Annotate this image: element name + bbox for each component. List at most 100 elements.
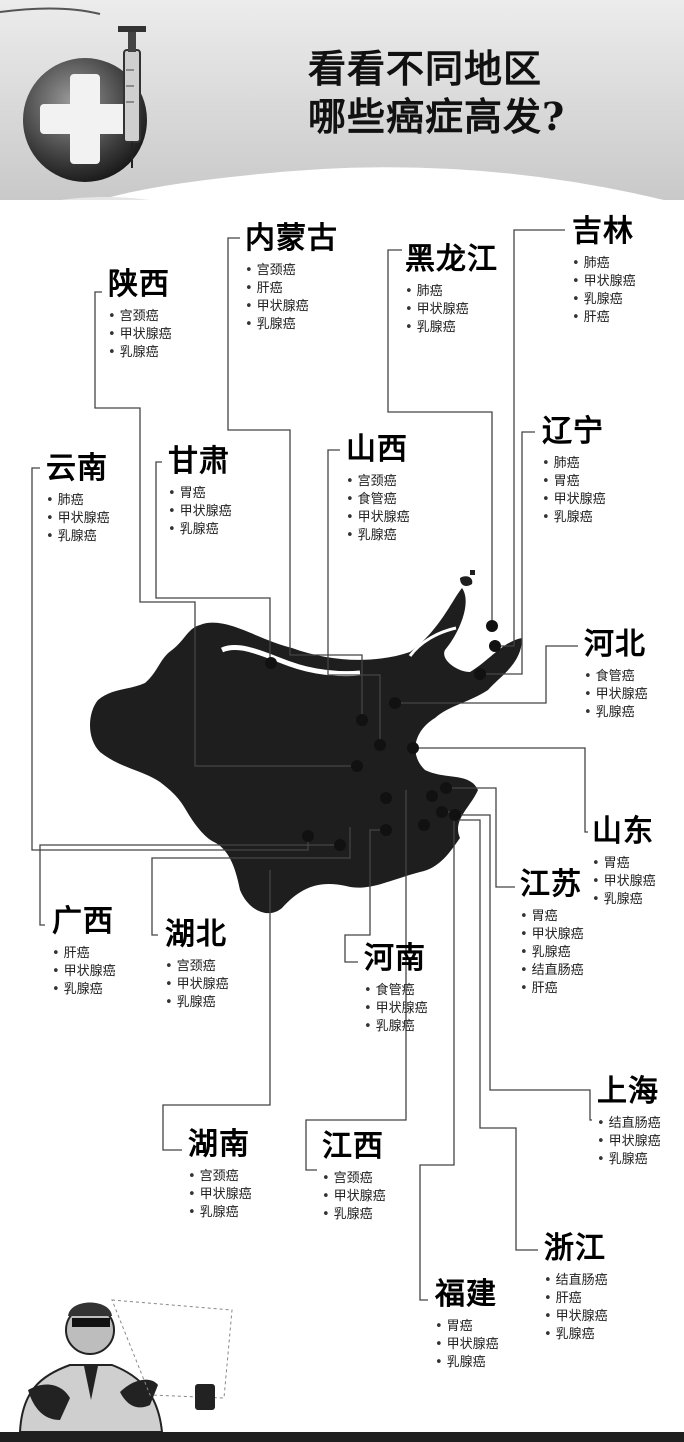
cancer-item: 结直肠癌 <box>544 1272 608 1290</box>
doctor-illustration <box>18 1299 233 1433</box>
cancer-item: 乳腺癌 <box>168 521 232 539</box>
province-shaanxi: 陕西 宫颈癌 甲状腺癌 乳腺癌 <box>108 268 172 362</box>
cancer-item: 甲状腺癌 <box>52 963 116 981</box>
province-name: 云南 <box>46 451 108 486</box>
cancer-item: 食管癌 <box>584 668 648 686</box>
cancer-list: 胃癌 甲状腺癌 乳腺癌 结直肠癌 肝癌 <box>520 908 584 998</box>
cancer-item: 甲状腺癌 <box>520 926 584 944</box>
cancer-item: 甲状腺癌 <box>364 1000 428 1018</box>
province-neimenggu: 内蒙古 宫颈癌 肝癌 甲状腺癌 乳腺癌 <box>245 222 338 334</box>
cancer-item: 肺癌 <box>405 283 498 301</box>
cancer-item: 乳腺癌 <box>572 291 636 309</box>
province-name: 黑龙江 <box>405 242 498 277</box>
cancer-list: 结直肠癌 肝癌 甲状腺癌 乳腺癌 <box>544 1272 608 1344</box>
cancer-item: 甲状腺癌 <box>245 298 338 316</box>
province-jiangsu: 江苏 胃癌 甲状腺癌 乳腺癌 结直肠癌 肝癌 <box>520 868 584 998</box>
province-name: 辽宁 <box>542 414 604 449</box>
province-jiangxi: 江西 宫颈癌 甲状腺癌 乳腺癌 <box>322 1130 386 1224</box>
province-name: 江西 <box>322 1129 384 1164</box>
province-hunan: 湖南 宫颈癌 甲状腺癌 乳腺癌 <box>188 1128 252 1222</box>
province-name: 陕西 <box>108 267 170 302</box>
cancer-item: 胃癌 <box>542 473 606 491</box>
cancer-list: 结直肠癌 甲状腺癌 乳腺癌 <box>597 1115 661 1169</box>
cancer-item: 乳腺癌 <box>592 891 656 909</box>
cancer-item: 宫颈癌 <box>245 262 338 280</box>
cancer-item: 食管癌 <box>346 491 410 509</box>
cancer-item: 肝癌 <box>572 309 636 327</box>
province-gansu: 甘肃 胃癌 甲状腺癌 乳腺癌 <box>168 445 232 539</box>
cancer-item: 宫颈癌 <box>165 958 229 976</box>
cancer-item: 乳腺癌 <box>108 344 172 362</box>
cancer-item: 肝癌 <box>520 980 584 998</box>
cancer-list: 宫颈癌 甲状腺癌 乳腺癌 <box>322 1170 386 1224</box>
bottom-bar <box>0 1432 684 1442</box>
cancer-item: 乳腺癌 <box>165 994 229 1012</box>
cancer-item: 乳腺癌 <box>520 944 584 962</box>
province-name: 河南 <box>364 941 426 976</box>
cancer-item: 甲状腺癌 <box>542 491 606 509</box>
province-name: 甘肃 <box>168 444 230 479</box>
cancer-item: 宫颈癌 <box>108 308 172 326</box>
cancer-item: 甲状腺癌 <box>46 510 110 528</box>
province-name: 福建 <box>435 1277 497 1312</box>
cancer-item: 乳腺癌 <box>52 981 116 999</box>
cancer-list: 肺癌 甲状腺癌 乳腺癌 <box>405 283 498 337</box>
cancer-item: 胃癌 <box>435 1318 499 1336</box>
cancer-list: 胃癌 甲状腺癌 乳腺癌 <box>435 1318 499 1372</box>
cancer-item: 乳腺癌 <box>597 1151 661 1169</box>
cancer-list: 宫颈癌 食管癌 甲状腺癌 乳腺癌 <box>346 473 410 545</box>
cancer-item: 甲状腺癌 <box>405 301 498 319</box>
province-name: 浙江 <box>544 1231 606 1266</box>
cancer-item: 宫颈癌 <box>322 1170 386 1188</box>
province-name: 湖南 <box>188 1127 250 1162</box>
cancer-list: 胃癌 甲状腺癌 乳腺癌 <box>592 855 656 909</box>
cancer-item: 甲状腺癌 <box>188 1186 252 1204</box>
page-title-line-1: 看看不同地区 <box>308 46 543 91</box>
province-heilongjiang: 黑龙江 肺癌 甲状腺癌 乳腺癌 <box>405 243 498 337</box>
header-band <box>0 0 684 200</box>
cancer-list: 肺癌 胃癌 甲状腺癌 乳腺癌 <box>542 455 606 527</box>
cancer-item: 食管癌 <box>364 982 428 1000</box>
cancer-item: 甲状腺癌 <box>435 1336 499 1354</box>
cancer-item: 甲状腺癌 <box>572 273 636 291</box>
province-shanxi: 山西 宫颈癌 食管癌 甲状腺癌 乳腺癌 <box>346 433 410 545</box>
cancer-item: 乳腺癌 <box>544 1326 608 1344</box>
province-fujian: 福建 胃癌 甲状腺癌 乳腺癌 <box>435 1278 499 1372</box>
cancer-item: 甲状腺癌 <box>108 326 172 344</box>
province-name: 广西 <box>52 904 114 939</box>
cancer-list: 食管癌 甲状腺癌 乳腺癌 <box>584 668 648 722</box>
province-henan: 河南 食管癌 甲状腺癌 乳腺癌 <box>364 942 428 1036</box>
province-name: 江苏 <box>520 867 582 902</box>
cancer-item: 乳腺癌 <box>542 509 606 527</box>
province-name: 山西 <box>346 432 408 467</box>
province-zhejiang: 浙江 结直肠癌 肝癌 甲状腺癌 乳腺癌 <box>544 1232 608 1344</box>
cancer-item: 甲状腺癌 <box>346 509 410 527</box>
cancer-list: 宫颈癌 甲状腺癌 乳腺癌 <box>165 958 229 1012</box>
cancer-item: 胃癌 <box>592 855 656 873</box>
cancer-item: 甲状腺癌 <box>168 503 232 521</box>
cancer-item: 乳腺癌 <box>346 527 410 545</box>
cancer-item: 宫颈癌 <box>346 473 410 491</box>
province-yunnan: 云南 肺癌 甲状腺癌 乳腺癌 <box>46 452 110 546</box>
connector-lines <box>31 229 592 1301</box>
page-title-line-2: 哪些癌症高发? <box>308 94 566 139</box>
province-hebei: 河北 食管癌 甲状腺癌 乳腺癌 <box>584 628 648 722</box>
cancer-item: 甲状腺癌 <box>322 1188 386 1206</box>
province-name: 内蒙古 <box>245 221 338 256</box>
cancer-item: 胃癌 <box>168 485 232 503</box>
province-name: 湖北 <box>165 917 227 952</box>
cancer-item: 肝癌 <box>52 945 116 963</box>
province-guangxi: 广西 肝癌 甲状腺癌 乳腺癌 <box>52 905 116 999</box>
province-liaoning: 辽宁 肺癌 胃癌 甲状腺癌 乳腺癌 <box>542 415 606 527</box>
cancer-list: 肝癌 甲状腺癌 乳腺癌 <box>52 945 116 999</box>
province-name: 上海 <box>597 1074 659 1109</box>
cancer-item: 乳腺癌 <box>435 1354 499 1372</box>
medical-cross-icon <box>23 58 147 182</box>
province-name: 吉林 <box>572 214 634 249</box>
cancer-list: 食管癌 甲状腺癌 乳腺癌 <box>364 982 428 1036</box>
province-markers <box>265 620 501 851</box>
cancer-item: 肺癌 <box>46 492 110 510</box>
cancer-item: 宫颈癌 <box>188 1168 252 1186</box>
cancer-item: 乳腺癌 <box>584 704 648 722</box>
